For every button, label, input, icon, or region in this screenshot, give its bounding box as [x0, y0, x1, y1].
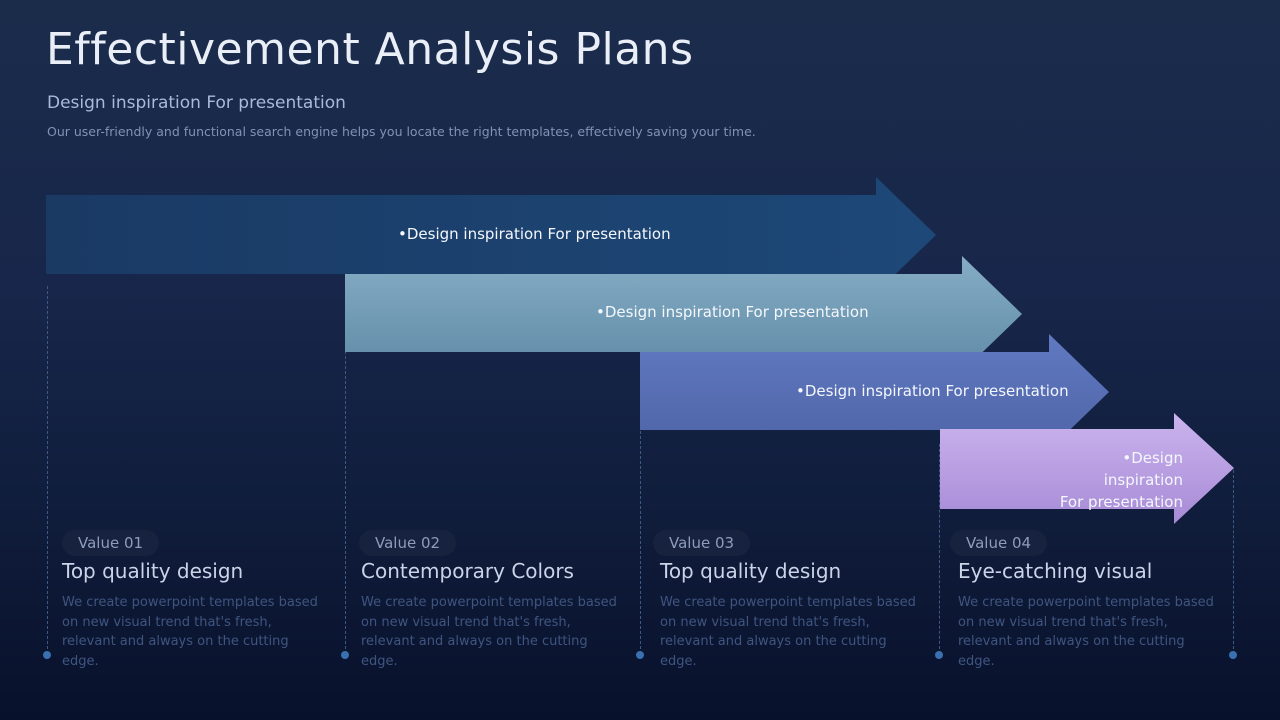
- column-description-3: We create powerpoint templates based on …: [660, 595, 916, 669]
- value-badge-2: Value 02: [359, 530, 457, 556]
- column-title-3: Top quality design: [660, 559, 842, 583]
- guide-line-3: [640, 366, 641, 654]
- guide-line-4: [939, 444, 940, 654]
- arrow-label-1: •Design inspiration For presentation: [398, 225, 671, 243]
- column-title-4: Eye-catching visual: [958, 559, 1153, 583]
- value-badge-3: Value 03: [653, 530, 751, 556]
- guide-dot-1: [43, 651, 51, 659]
- guide-dot-4: [935, 651, 943, 659]
- value-badge-4: Value 04: [950, 530, 1048, 556]
- guide-dot-3: [636, 651, 644, 659]
- arrow-label-4-line1: •Design inspiration: [1103, 449, 1183, 489]
- guide-line-5: [1233, 470, 1234, 654]
- page-title: Effectivement Analysis Plans: [46, 24, 694, 75]
- timeline-arrow-4: [940, 413, 1234, 524]
- guide-dot-2: [341, 651, 349, 659]
- timeline-arrow-3: [640, 334, 1109, 450]
- guide-line-2: [345, 286, 346, 654]
- arrow-label-3: •Design inspiration For presentation: [796, 382, 1069, 400]
- page-description: Our user-friendly and functional search …: [47, 124, 756, 139]
- arrow-label-4-line2: For presentation: [1059, 493, 1183, 511]
- column-description-4: We create powerpoint templates based on …: [958, 595, 1214, 669]
- guide-line-1: [47, 286, 48, 654]
- column-description-1: We create powerpoint templates based on …: [62, 595, 318, 669]
- timeline-arrow-2: [345, 256, 1022, 372]
- column-title-1: Top quality design: [62, 559, 244, 583]
- value-badge-1: Value 01: [62, 530, 160, 556]
- arrow-label-4: •Design inspiration For presentation: [1040, 447, 1183, 513]
- timeline-arrow-1: [46, 177, 936, 293]
- guide-dot-5: [1229, 651, 1237, 659]
- page-subtitle: Design inspiration For presentation: [47, 93, 346, 113]
- arrow-label-2: •Design inspiration For presentation: [596, 303, 869, 321]
- column-title-2: Contemporary Colors: [361, 559, 574, 583]
- column-description-2: We create powerpoint templates based on …: [361, 595, 617, 669]
